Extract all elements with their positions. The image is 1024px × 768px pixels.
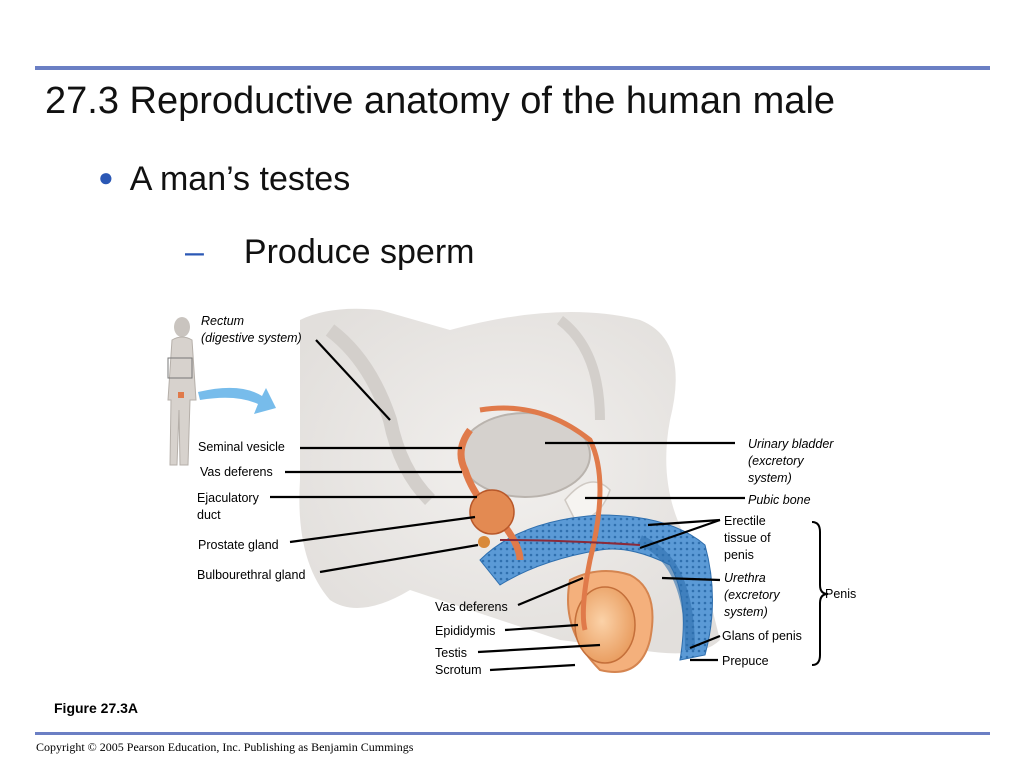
bullet-text: A man’s testes: [129, 160, 351, 198]
label-vas-deferens-bottom: Vas deferens: [435, 600, 508, 614]
sub-bullet-dash-icon: –: [185, 233, 204, 271]
label-pubic-bone: Pubic bone: [748, 493, 811, 507]
label-seminal-vesicle: Seminal vesicle: [198, 440, 285, 454]
label-scrotum: Scrotum: [435, 663, 482, 677]
label-penis: Penis: [825, 587, 857, 601]
copyright-notice: Copyright © 2005 Pearson Education, Inc.…: [36, 740, 414, 754]
pelvis-section: [299, 308, 720, 673]
bullet-item: ● A man’s testes: [98, 160, 350, 199]
label-vas-deferens-top: Vas deferens: [200, 465, 273, 479]
label-rectum: Rectum (digestive system): [201, 314, 302, 345]
bullet-dot-icon: ●: [98, 162, 114, 192]
top-rule: [35, 66, 990, 70]
label-bulbourethral-gland: Bulbourethral gland: [197, 568, 306, 582]
label-urinary-bladder: Urinary bladder (excretory system): [748, 437, 834, 485]
sub-bullet-item: – Produce sperm: [185, 233, 474, 272]
label-prostate-gland: Prostate gland: [198, 538, 279, 552]
label-urethra: Urethra (excretory system): [724, 571, 780, 619]
human-figure-thumbnail: [167, 317, 197, 466]
label-ejaculatory-duct: Ejaculatory duct: [197, 491, 259, 522]
slide-title: 27.3 Reproductive anatomy of the human m…: [45, 80, 836, 122]
zoom-arrow-icon: [198, 387, 276, 414]
label-testis: Testis: [435, 646, 467, 660]
bottom-rule: [35, 732, 990, 735]
label-glans-of-penis: Glans of penis: [722, 629, 802, 643]
sub-bullet-text: Produce sperm: [243, 233, 475, 271]
penis-bracket: [811, 521, 829, 666]
label-erectile-tissue: Erectile tissue of penis: [724, 514, 771, 562]
leader-lines: [270, 339, 745, 672]
label-epididymis: Epididymis: [435, 624, 496, 638]
label-prepuce: Prepuce: [722, 654, 769, 668]
figure-caption: Figure 27.3A: [54, 700, 139, 716]
